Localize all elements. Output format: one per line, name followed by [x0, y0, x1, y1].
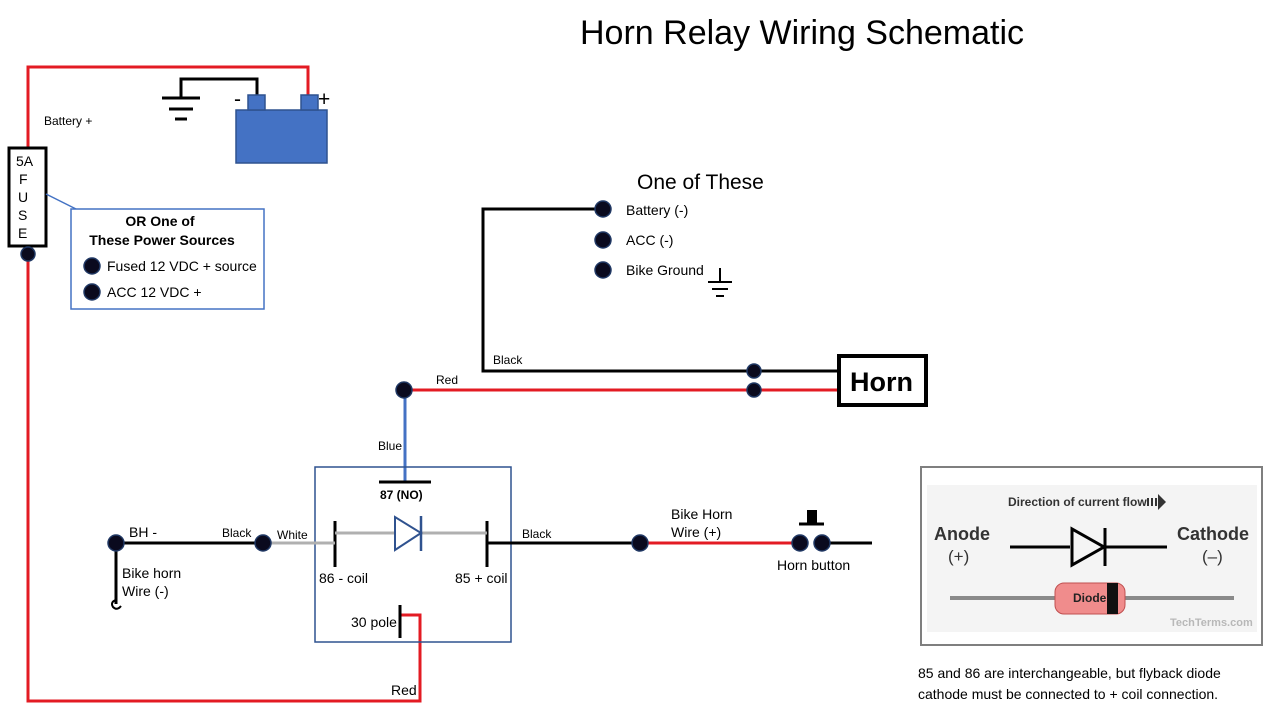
battery-positive-wire [26, 65, 310, 148]
relay-87-terminal [395, 381, 413, 399]
ground-options-heading: One of These [637, 171, 764, 194]
bike-ground-icon [708, 268, 732, 297]
bh-terminal [107, 534, 125, 552]
bike-horn-pos-label: Bike Horn [671, 506, 732, 522]
bike-horn-pos-label: Wire (+) [671, 524, 721, 540]
bike-horn-pos-connector [631, 534, 649, 552]
pin-86-label: 86 - coil [319, 570, 368, 586]
ground-black-wire [481, 207, 838, 373]
power-sources-heading: OR One of [125, 213, 195, 229]
horn-button-icon [791, 510, 831, 552]
callout-pointer [45, 193, 81, 212]
cathode-sign: (–) [1202, 547, 1223, 566]
white-wire-label: White [277, 528, 308, 542]
power-source-terminal [83, 283, 101, 301]
ground-option-item: ACC (-) [626, 232, 673, 248]
battery-ground-icon [162, 96, 200, 121]
diode-symbol-icon [1010, 526, 1167, 568]
blue-wire-label: Blue [378, 439, 402, 453]
right-black-label: Black [522, 527, 552, 541]
battery-icon [235, 94, 328, 164]
horn-label: Horn [850, 367, 913, 397]
bh-black-label: Black [222, 526, 252, 540]
battery-plus-label: Battery + [44, 114, 92, 128]
fuse-terminal [20, 246, 36, 262]
note-line: 85 and 86 are interchangeable, but flyba… [918, 665, 1221, 681]
power-sources-heading: These Power Sources [89, 232, 235, 248]
horn: Horn [837, 354, 928, 407]
red-wire-label: Red [436, 373, 458, 387]
bh-label: BH - [129, 524, 157, 540]
horn-button-label: Horn button [777, 557, 850, 573]
battery-negative-wire [179, 77, 259, 97]
flyback-diode-icon [394, 515, 423, 552]
anode-sign: (+) [948, 547, 969, 566]
horn-red-terminal [746, 382, 762, 398]
diode-component-icon [950, 582, 1234, 615]
battery-positive-sign: + [318, 88, 330, 111]
ground-option-terminal [594, 261, 612, 279]
ground-option-terminal [594, 231, 612, 249]
ground-option-terminal [594, 200, 612, 218]
power-source-terminal [83, 257, 101, 275]
fuse-letter: E [18, 225, 27, 241]
anode-label: Anode [934, 524, 990, 544]
relay-box [314, 466, 512, 643]
flow-arrow-icon [1147, 494, 1166, 510]
diode-label: Diode [1073, 591, 1107, 605]
power-sources-box: OR One of These Power Sources Fused 12 V… [70, 208, 265, 310]
battery-negative-sign: - [234, 88, 241, 111]
black-wire-label: Black [493, 353, 523, 367]
fuse-letter: 5A [16, 153, 34, 169]
diode-inset: Direction of current flow Anode (+) Cath… [920, 466, 1263, 646]
pin-30-label: 30 pole [351, 614, 397, 630]
note-line: cathode must be connected to + coil conn… [918, 686, 1218, 702]
bottom-red-label: Red [391, 682, 417, 698]
power-source-item: Fused 12 VDC + source [107, 258, 257, 274]
current-flow-label: Direction of current flow [1008, 495, 1147, 509]
ground-option-item: Bike Ground [626, 262, 704, 278]
bh-connector [254, 534, 272, 552]
pin-85-label: 85 + coil [455, 570, 508, 586]
fuse-letter: U [18, 189, 28, 205]
fuse: 5A F U S E [7, 146, 48, 248]
wire-end-hook-icon [111, 599, 122, 610]
bike-horn-neg-label: Wire (-) [122, 583, 169, 599]
ground-option-item: Battery (-) [626, 202, 688, 218]
pin-87-label: 87 (NO) [380, 488, 423, 502]
fuse-letter: S [18, 207, 27, 223]
power-source-item: ACC 12 VDC + [107, 284, 202, 300]
cathode-label: Cathode [1177, 524, 1249, 544]
bike-horn-neg-label: Bike horn [122, 565, 181, 581]
fuse-to-relay-wire [26, 254, 422, 703]
horn-black-terminal [746, 363, 762, 379]
page-title: Horn Relay Wiring Schematic [580, 14, 1024, 52]
fuse-letter: F [19, 171, 28, 187]
techterms-credit: TechTerms.com [1170, 617, 1253, 629]
